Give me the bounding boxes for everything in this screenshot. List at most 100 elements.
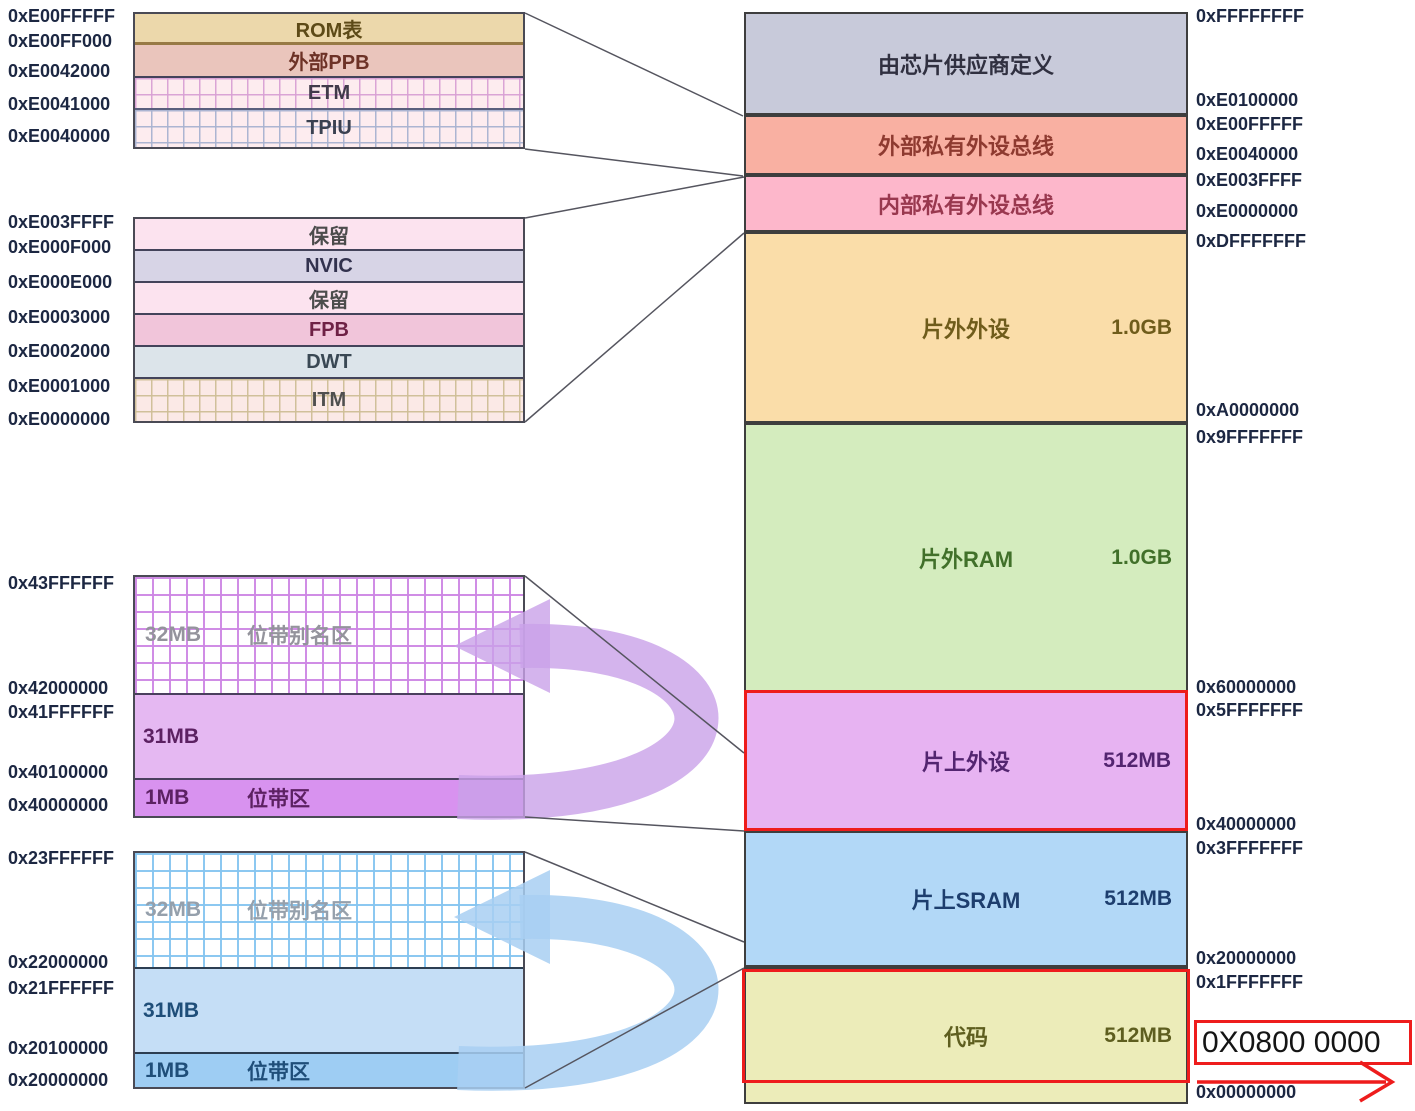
address-label: 0xE003FFFF <box>8 212 115 232</box>
address-label: 0xFFFFFFFF <box>1196 6 1304 26</box>
address-label: 0xE0040000 <box>8 126 111 146</box>
sram-bitband-block: 32MB 位带别名区 31MB 1MB 位带区 <box>133 851 525 1089</box>
address-label: 0x23FFFFFF <box>8 848 115 868</box>
address-label: 0xE0001000 <box>8 376 111 396</box>
region-external-peripheral: 片外外设 1.0GB <box>744 232 1188 423</box>
address-label: 0xE0003000 <box>8 307 111 327</box>
middle-size-label: 31MB <box>143 998 200 1022</box>
address-label: 0xE0100000 <box>1196 90 1299 110</box>
region-onchip-peripheral: 片上外设 512MB <box>744 690 1188 831</box>
sram-bitband-region: 1MB 位带区 <box>135 1054 523 1087</box>
address-label: 0x40100000 <box>8 762 109 782</box>
sram-bitband-alias-region: 32MB 位带别名区 <box>135 853 523 969</box>
flash-base-address-box: 0X0800 0000 <box>1194 1020 1412 1065</box>
alias-region-label: 位带别名区 <box>247 625 352 648</box>
address-label: 0xE00FF000 <box>8 31 113 51</box>
region-label: 代码 <box>943 1024 988 1050</box>
peripheral-bitband-middle-region: 31MB <box>135 695 523 780</box>
region-size-label: 512MB <box>1104 1023 1172 1047</box>
region-label: 片上SRAM <box>911 888 1021 913</box>
itm-label: ITM <box>311 388 347 411</box>
region-label: 由芯片供应商定义 <box>877 52 1054 78</box>
peripheral-bitband-block: 32MB 位带别名区 31MB 1MB 位带区 <box>133 575 525 818</box>
address-label: 0xE0040000 <box>1196 144 1299 164</box>
region-size-label: 512MB <box>1104 887 1172 910</box>
reserved-row: 保留 <box>135 219 523 251</box>
address-label: 0xE000F000 <box>8 237 112 257</box>
connector-line <box>524 816 745 832</box>
region-label: 片上外设 <box>921 749 1010 775</box>
address-label: 0xE003FFFF <box>1196 170 1303 190</box>
address-label: 0x42000000 <box>8 678 109 698</box>
external-ppb-row: 外部PPB <box>135 45 523 78</box>
nvic-row: NVIC <box>135 251 523 283</box>
etm-row: ETM <box>135 78 523 110</box>
flash-base-arrowhead-icon <box>1359 1060 1396 1103</box>
flash-base-address: 0X0800 0000 <box>1202 1025 1381 1059</box>
region-size-label: 512MB <box>1103 748 1171 772</box>
region-onchip-sram: 片上SRAM 512MB <box>744 831 1188 967</box>
peripheral-bitband-alias-region: 32MB 位带别名区 <box>135 577 523 695</box>
code-region-highlight-rect <box>742 969 1190 1083</box>
reserved-label: 保留 <box>309 289 349 312</box>
region-label: 外部私有外设总线 <box>877 134 1054 159</box>
address-label: 0x40000000 <box>8 795 109 815</box>
external-ppb-detail-block: ROM表 外部PPB ETM TPIU <box>133 12 525 149</box>
external-ppb-label: 外部PPB <box>288 52 370 74</box>
region-external-ppb: 外部私有外设总线 <box>744 115 1188 175</box>
region-size-label: 1.0GB <box>1111 315 1172 339</box>
address-label: 0xE0002000 <box>8 341 111 361</box>
address-label: 0xE0041000 <box>8 94 111 114</box>
fpb-row: FPB <box>135 315 523 347</box>
itm-row: ITM <box>135 379 523 421</box>
connector-line <box>524 232 745 423</box>
address-label: 0x21FFFFFF <box>8 978 115 998</box>
tpiu-label: TPIU <box>306 117 352 139</box>
region-label: 片外外设 <box>921 316 1010 342</box>
alias-size-label: 32MB <box>145 898 202 921</box>
reserved-row: 保留 <box>135 283 523 315</box>
address-label: 0x00000000 <box>1196 1082 1297 1102</box>
region-size-label: 1.0GB <box>1111 546 1172 569</box>
nvic-label: NVIC <box>305 254 353 277</box>
address-label: 0x43FFFFFF <box>8 573 115 593</box>
internal-ppb-detail-block: 保留 NVIC 保留 FPB DWT ITM <box>133 217 525 423</box>
address-label: 0x40000000 <box>1196 814 1297 834</box>
alias-region-label: 位带别名区 <box>247 900 352 923</box>
address-label: 0xDFFFFFFF <box>1196 231 1306 251</box>
address-label: 0xE000E000 <box>8 272 113 292</box>
address-label: 0xE0000000 <box>1196 201 1299 221</box>
region-label: 片外RAM <box>918 547 1014 572</box>
band-size-label: 1MB <box>145 786 190 809</box>
address-label: 0x20100000 <box>8 1038 109 1058</box>
connector-line <box>524 176 745 219</box>
connector-line <box>524 967 745 1089</box>
address-label: 0xE0042000 <box>8 61 111 81</box>
etm-label: ETM <box>307 81 351 104</box>
band-region-label: 位带区 <box>247 1060 310 1084</box>
connector-line <box>524 148 744 177</box>
address-label: 0xE00FFFFF <box>1196 114 1304 134</box>
fpb-label: FPB <box>309 318 349 341</box>
address-label: 0x5FFFFFFF <box>1196 700 1303 720</box>
dwt-row: DWT <box>135 347 523 379</box>
address-label: 0xA0000000 <box>1196 400 1300 420</box>
band-region-label: 位带区 <box>247 788 310 811</box>
alias-size-label: 32MB <box>145 623 202 646</box>
address-label: 0x20000000 <box>1196 948 1297 968</box>
dwt-label: DWT <box>306 350 352 373</box>
sram-bitband-middle-region: 31MB <box>135 969 523 1054</box>
region-internal-ppb: 内部私有外设总线 <box>744 175 1188 232</box>
rom-table-label: ROM表 <box>295 19 363 42</box>
connector-line <box>524 575 745 754</box>
address-label: 0x41FFFFFF <box>8 702 115 722</box>
address-label: 0x22000000 <box>8 952 109 972</box>
region-vendor-defined: 由芯片供应商定义 <box>744 12 1188 115</box>
address-label: 0x1FFFFFFF <box>1196 972 1303 992</box>
band-size-label: 1MB <box>145 1058 190 1082</box>
address-label: 0xE00FFFFF <box>8 6 116 26</box>
region-external-ram: 片外RAM 1.0GB <box>744 423 1188 693</box>
reserved-label: 保留 <box>309 225 349 248</box>
connector-line <box>524 12 744 117</box>
peripheral-bitband-region: 1MB 位带区 <box>135 780 523 816</box>
